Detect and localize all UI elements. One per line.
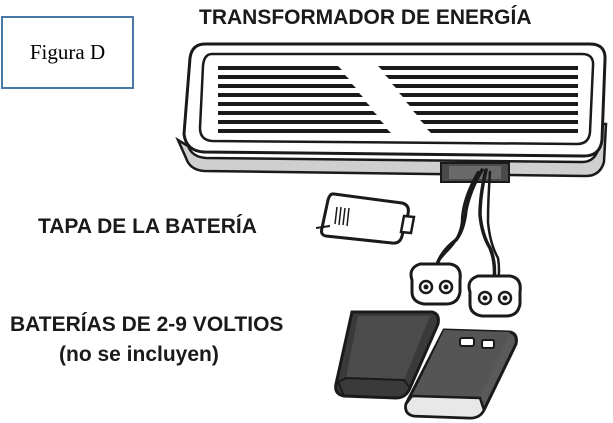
vent-slats-right bbox=[378, 66, 578, 133]
power-cables bbox=[430, 168, 501, 286]
batteries-note: (no se incluyen) bbox=[59, 343, 219, 366]
battery-light bbox=[404, 328, 518, 420]
transformer-label: TRANSFORMADOR DE ENERGÍA bbox=[199, 6, 532, 29]
figure-label-box: Figura D bbox=[1, 16, 134, 89]
battery-dark bbox=[334, 310, 440, 400]
batteries-label: BATERÍAS DE 2-9 VOLTIOS bbox=[10, 313, 284, 336]
figure-label: Figura D bbox=[29, 40, 106, 64]
battery-cover bbox=[315, 192, 416, 245]
battery-clip-left bbox=[409, 262, 462, 306]
vent-slats-left bbox=[218, 66, 391, 133]
battery-clip-right bbox=[467, 274, 522, 318]
power-transformer bbox=[175, 42, 608, 183]
battery-cover-label: TAPA DE LA BATERÍA bbox=[38, 215, 257, 238]
